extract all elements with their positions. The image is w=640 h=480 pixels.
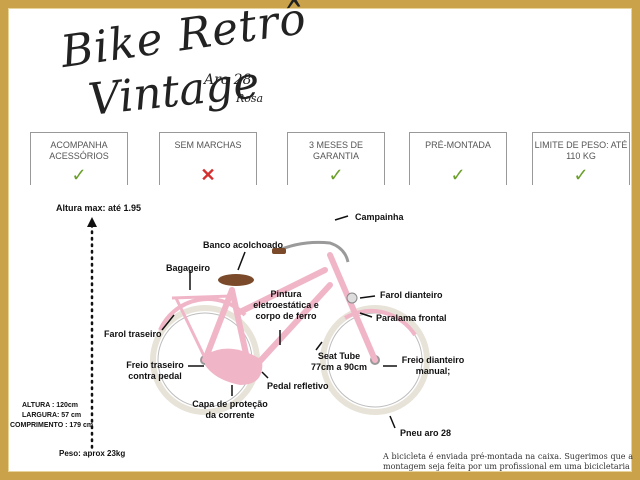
arrow-farol-traseiro [161, 314, 175, 331]
arrow-farol-dianteiro [359, 295, 376, 299]
label-farol-dianteiro: Farol dianteiro [380, 290, 443, 300]
arrow-paralama [359, 312, 373, 318]
label-seat-tube: Seat Tube 77cm a 90cm [310, 351, 368, 372]
check-icon: ✓ [573, 165, 589, 185]
dim-peso: Peso: aprox 23kg [59, 449, 126, 458]
assembly-note: A bicicleta é enviada pré-montada na cai… [383, 452, 633, 471]
feature-warranty: 3 MESES DE GARANTIA ✓ [285, 130, 387, 188]
front-fender [343, 308, 417, 337]
feature-weight-limit: LIMITE DE PESO: ATÉ 110 KG ✓ [530, 130, 632, 188]
feature-label: LIMITE DE PESO: ATÉ 110 KG [534, 140, 628, 161]
dim-altura: ALTURA : 120cm [22, 402, 79, 409]
label-farol-traseiro: Farol traseiro [104, 329, 162, 339]
label-freio-traseiro: Freio traseiro contra pedal [126, 360, 184, 381]
title-line-3: Aro 28 [204, 72, 252, 88]
label-bagageiro: Bagageiro [166, 263, 211, 273]
height-arrow-icon [87, 217, 97, 227]
feature-label: PRÉ-MONTADA [425, 140, 491, 150]
label-altura-max: Altura max: até 1.95 [56, 203, 142, 213]
label-campainha: Campainha [355, 212, 404, 222]
arrow-banco [237, 251, 246, 271]
feature-preassembled: PRÉ-MONTADA ✓ [407, 130, 509, 188]
feature-box [409, 132, 507, 185]
rear-fender [158, 297, 247, 331]
check-icon: ✓ [71, 165, 87, 185]
arrow-campainha [334, 215, 349, 221]
label-banco: Banco acolchoado [203, 240, 284, 250]
feature-no-gears: SEM MARCHAS ✕ [157, 130, 259, 188]
arrow-pneu [389, 415, 396, 429]
label-pintura: Pintura eletroestática e corpo de ferro [253, 289, 319, 321]
handlebar [274, 240, 350, 263]
handlebar-grip [272, 248, 286, 254]
arrow-pedal [261, 371, 269, 379]
chain-guard [205, 348, 263, 385]
label-freio-dianteiro: Freio dianteiro manual; [401, 355, 465, 376]
cross-icon: ✕ [200, 165, 216, 185]
label-capa: Capa de proteção da corrente [192, 399, 268, 420]
feature-box [159, 132, 257, 185]
seat [218, 274, 254, 286]
feature-box [30, 132, 128, 185]
label-pedal: Pedal refletivo [267, 381, 329, 391]
label-pneu: Pneu aro 28 [400, 428, 452, 438]
feature-box [532, 132, 630, 185]
title-line-4: Rosa [236, 92, 264, 105]
feature-accessories: ACOMPANHA ACESSÓRIOS ✓ [28, 130, 130, 188]
dim-comprimento: COMPRIMENTO : 179 cm [10, 422, 94, 429]
feature-label: 3 MESES DE GARANTIA [308, 140, 364, 161]
check-icon: ✓ [450, 165, 466, 185]
headlight [346, 292, 358, 304]
arrow-seat-tube [315, 341, 323, 351]
feature-label: SEM MARCHAS [174, 140, 242, 150]
check-icon: ✓ [328, 165, 344, 185]
feature-label: ACOMPANHA ACESSÓRIOS [49, 140, 109, 161]
dim-largura: LARGURA: 57 cm [22, 412, 82, 419]
label-paralama: Paralama frontal [376, 313, 447, 323]
feature-box [287, 132, 385, 185]
